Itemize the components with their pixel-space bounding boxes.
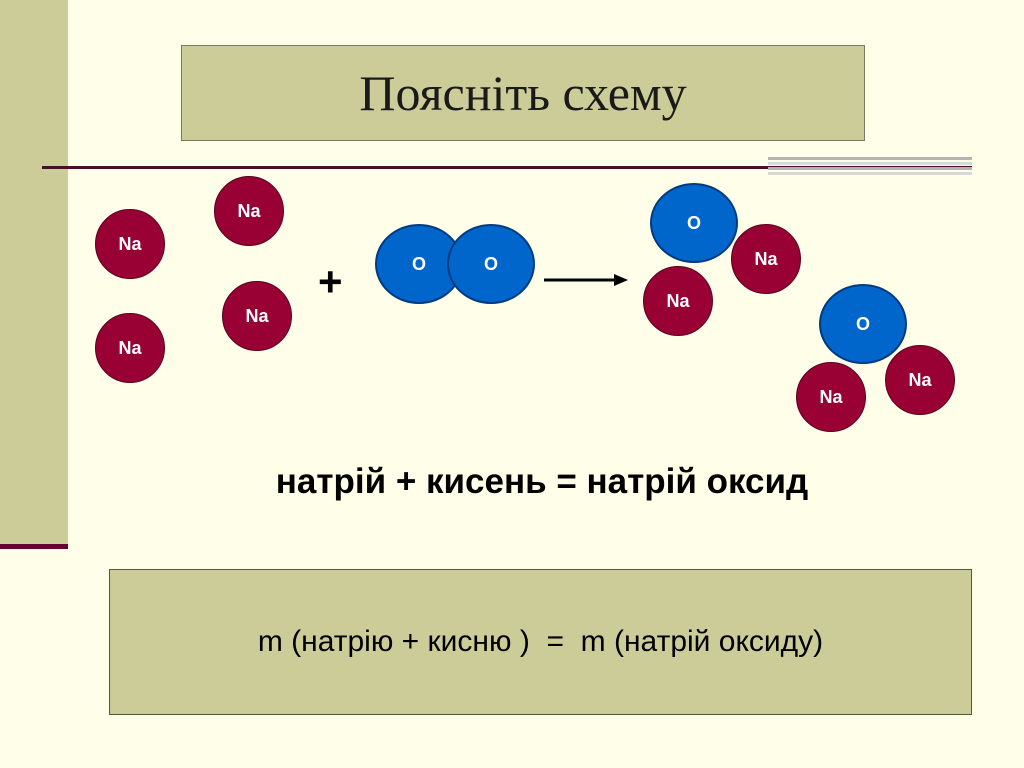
word-equation: натрій + кисень = натрій оксид [275,462,809,501]
sodium-atom: Na [796,362,866,432]
header-divider [42,166,972,169]
sodium-atom: Na [885,345,955,415]
atom-label: O [855,313,870,334]
sodium-atom: Na [95,209,165,279]
oxygen-atom: O [819,284,907,364]
sodium-atom: Na [222,281,292,351]
sodium-atom: Na [731,224,801,294]
atom-label: Na [118,337,142,358]
sodium-atom: Na [643,266,713,336]
plus-sign: + [318,258,343,305]
oxygen-atom: O [447,224,535,304]
atom-label: Na [666,290,690,311]
mass-equation: m (натрію + кисню ) = m (натрій оксиду) [257,625,824,658]
atom-label: Na [237,200,261,221]
reaction-arrow [544,274,628,286]
mass-equation-box: m (натрію + кисню ) = m (натрій оксиду) [109,569,972,715]
atom-label: Na [908,369,932,390]
atom-label: Na [245,305,269,326]
sodium-atom: Na [95,313,165,383]
atom-label: Na [118,233,142,254]
atom-label: Na [819,386,843,407]
atom-label: Na [754,248,778,269]
page-title: Поясніть схему [359,65,687,121]
atom-label: O [483,253,498,274]
atom-label: O [411,253,426,274]
oxygen-atom: O [650,183,738,263]
atom-label: O [686,212,701,233]
left-decor-band [0,0,68,548]
left-decor-rule [0,544,68,549]
stripe-decor [768,157,972,179]
title-box: Поясніть схему [181,45,865,141]
sodium-atom: Na [214,176,284,246]
